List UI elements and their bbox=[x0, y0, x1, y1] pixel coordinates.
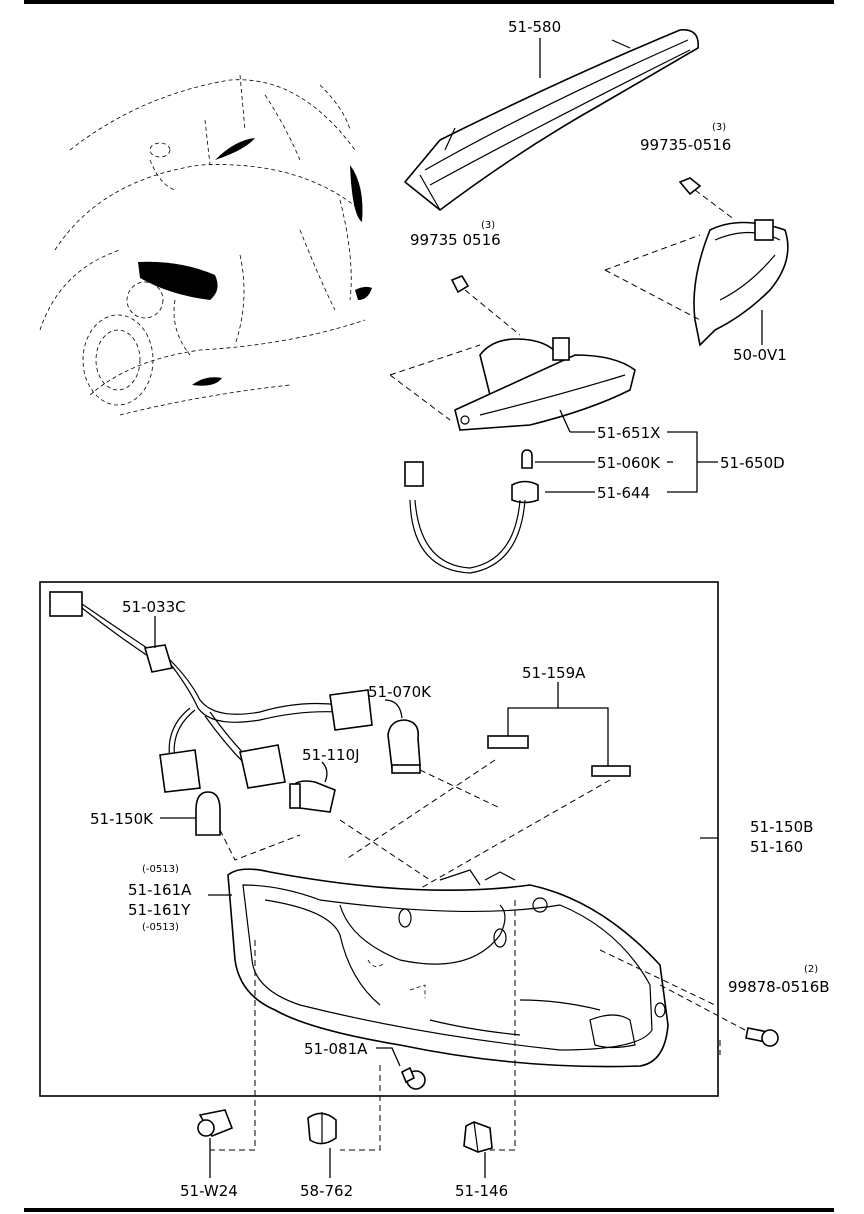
bulb-51-150k bbox=[195, 791, 221, 836]
label-51-150b: 51-150B bbox=[750, 818, 813, 836]
label-99735-0516-lower: 99735 0516 bbox=[410, 231, 501, 249]
label-51-w24: 51-W24 bbox=[180, 1182, 238, 1200]
seal-51-159a bbox=[487, 735, 631, 777]
label-51-580: 51-580 bbox=[508, 18, 561, 36]
note-51-161a-top: (-0513) bbox=[142, 864, 179, 875]
label-51-159a: 51-159A bbox=[522, 664, 586, 682]
label-99735-0516-upper: 99735-0516 bbox=[640, 136, 731, 154]
screw-99735-0516-lower bbox=[450, 275, 470, 294]
label-51-110j: 51-110J bbox=[302, 746, 360, 764]
rear-reflector-lamp-right bbox=[693, 219, 789, 347]
clip-51-081a bbox=[400, 1066, 426, 1090]
top-rule bbox=[24, 0, 834, 4]
label-51-146: 51-146 bbox=[455, 1182, 508, 1200]
label-51-081a: 51-081A bbox=[304, 1040, 368, 1058]
high-mount-stop-lamp bbox=[403, 29, 699, 212]
label-99878-0516b: 99878-0516B bbox=[728, 978, 830, 996]
label-51-644: 51-644 bbox=[597, 484, 650, 502]
bulb-51-110j bbox=[289, 780, 336, 813]
qty-99878-0516b: (2) bbox=[804, 964, 818, 975]
bulb-51-070k bbox=[387, 719, 421, 774]
clip-51-w24 bbox=[197, 1109, 234, 1138]
label-51-060k: 51-060K bbox=[597, 454, 661, 472]
bolt-99878-0516b bbox=[745, 1027, 779, 1047]
qty-99735-0516-lower: (3) bbox=[481, 220, 495, 231]
label-51-650d: 51-650D bbox=[720, 454, 785, 472]
qty-99735-0516-upper: (3) bbox=[712, 122, 726, 133]
rear-combination-lamp-housing bbox=[227, 868, 669, 1068]
note-51-161y: (-0513) bbox=[142, 922, 179, 933]
wiring-harness-51-033c bbox=[49, 591, 373, 793]
label-51-033c: 51-033C bbox=[122, 598, 186, 616]
label-51-161a: 51-161A bbox=[128, 881, 192, 899]
label-51-651x: 51-651X bbox=[597, 424, 660, 442]
bulb-51-060k bbox=[521, 449, 533, 469]
clip-51-146 bbox=[463, 1121, 493, 1153]
clip-58-762 bbox=[307, 1112, 337, 1145]
label-58-762: 58-762 bbox=[300, 1182, 353, 1200]
combination-lamp-kit-box bbox=[39, 581, 719, 1097]
rear-side-lamp-assembly bbox=[454, 337, 636, 431]
label-51-070k: 51-070K bbox=[368, 683, 432, 701]
vehicle-rear-illustration bbox=[39, 74, 372, 416]
label-51-150k: 51-150K bbox=[90, 810, 154, 828]
socket-harness-51-644 bbox=[404, 461, 539, 574]
label-50-0v1: 50-0V1 bbox=[733, 346, 787, 364]
label-51-160: 51-160 bbox=[750, 838, 803, 856]
bottom-rule bbox=[24, 1208, 834, 1212]
label-51-161y: 51-161Y bbox=[128, 901, 191, 919]
